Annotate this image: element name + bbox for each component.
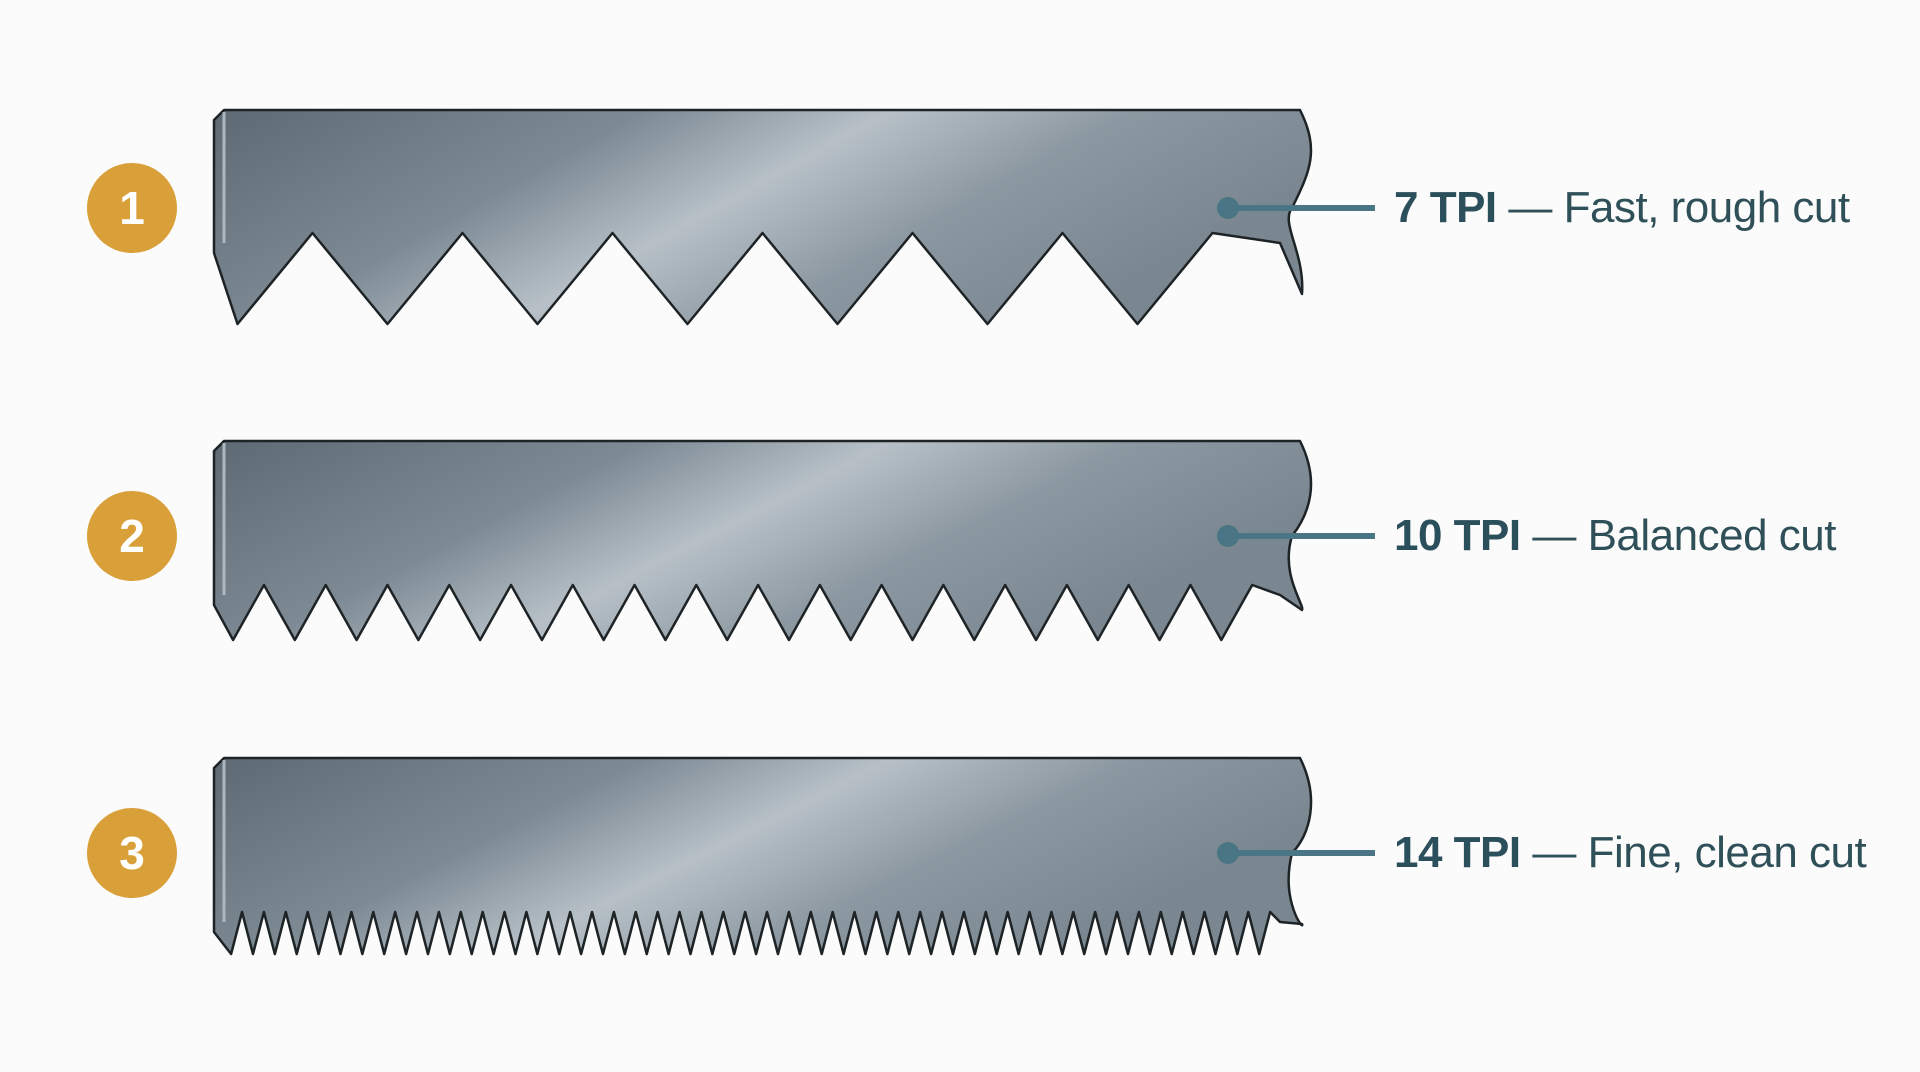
tpi-value: 10 TPI: [1394, 511, 1521, 560]
leader-dot: [1217, 197, 1239, 219]
blade-number-badge-1: 1: [87, 163, 177, 253]
cut-description: — Balanced cut: [1532, 511, 1836, 560]
tpi-value: 14 TPI: [1394, 828, 1521, 877]
blade-number-badge-3: 3: [87, 808, 177, 898]
saw-blade-1: [212, 108, 1313, 326]
blade-label-3: 14 TPI — Fine, clean cut: [1394, 828, 1867, 878]
cut-description: — Fast, rough cut: [1508, 183, 1850, 232]
leader-dot: [1217, 525, 1239, 547]
tpi-value: 7 TPI: [1394, 183, 1497, 232]
cut-description: — Fine, clean cut: [1532, 828, 1867, 877]
blade-number-badge-2: 2: [87, 491, 177, 581]
blade-label-1: 7 TPI — Fast, rough cut: [1394, 183, 1850, 233]
saw-blade-3: [212, 756, 1313, 956]
blade-label-2: 10 TPI — Balanced cut: [1394, 511, 1836, 561]
saw-blade-2: [212, 439, 1313, 642]
leader-dot: [1217, 842, 1239, 864]
